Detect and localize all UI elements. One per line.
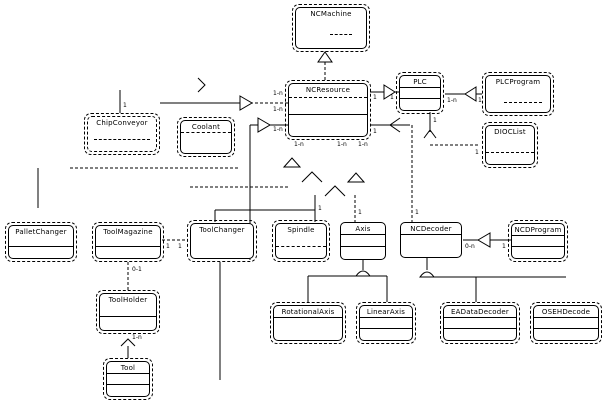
multiplicity-label: 0-1	[132, 266, 142, 273]
multiplicity-label: 0-n	[465, 243, 475, 250]
class-oseh-decode[interactable]: OSEHDecode	[530, 302, 602, 344]
class-plc-program[interactable]: PLCProgram	[482, 72, 554, 116]
multiplicity-label: 1-n	[273, 126, 283, 133]
multiplicity-label: 1	[478, 97, 482, 104]
class-dioc-list[interactable]: DIOCList	[482, 122, 538, 168]
class-tool-holder[interactable]: ToolHolder	[96, 290, 160, 334]
multiplicity-label: 1	[373, 94, 377, 101]
composition-arrow-holder-tool	[120, 338, 136, 347]
class-name: DIOCList	[494, 128, 526, 136]
aggregation-arrow-left-1	[239, 95, 253, 111]
multiplicity-label: 1-n	[273, 106, 283, 113]
class-name: PLCProgram	[495, 78, 541, 86]
class-pallet-changer[interactable]: PalletChanger	[5, 222, 77, 262]
class-tool[interactable]: Tool	[103, 358, 153, 400]
class-coolant[interactable]: Coolant	[177, 117, 235, 157]
class-tool-magazine[interactable]: ToolMagazine	[92, 222, 164, 262]
multiplicity-label: 1-n	[447, 97, 457, 104]
class-name: LinearAxis	[366, 308, 406, 316]
class-name: Spindle	[287, 226, 315, 234]
class-name: ToolMagazine	[103, 228, 153, 236]
multiplicity-label: 1	[166, 243, 170, 250]
class-name: PalletChanger	[15, 228, 67, 236]
multiplicity-label: 1	[433, 117, 437, 124]
class-spindle[interactable]: Spindle	[272, 220, 330, 262]
multiplicity-label: 1	[502, 243, 506, 250]
open-arrow-left	[197, 77, 206, 93]
class-chip-conveyor[interactable]: ChipConveyor	[84, 113, 160, 155]
class-plc[interactable]: PLC	[396, 72, 444, 114]
generalization-arrow-2	[301, 171, 323, 183]
generalization-arrow-3	[346, 172, 366, 183]
class-name: NCDecoder	[410, 225, 452, 233]
multiplicity-label: 1-n	[132, 334, 142, 341]
multiplicity-label: 1	[178, 243, 182, 250]
class-name: ToolHolder	[108, 296, 148, 304]
class-linear-axis[interactable]: LinearAxis	[356, 302, 416, 344]
class-rotational-axis[interactable]: RotationalAxis	[270, 302, 346, 344]
generalization-arrow-1	[282, 157, 302, 168]
class-name: OSEHDecode	[541, 308, 591, 316]
class-tool-changer[interactable]: ToolChanger	[187, 220, 257, 262]
multiplicity-label: 1-n	[337, 141, 347, 148]
class-name: Tool	[120, 364, 136, 372]
multiplicity-label: 1	[475, 149, 479, 156]
multiplicity-label: 1	[373, 128, 377, 135]
multiplicity-label: 1	[390, 94, 394, 101]
multiplicity-label: 1	[358, 209, 362, 216]
class-name: NCMachine	[310, 10, 352, 18]
class-nc-decoder[interactable]: NCDecoder	[400, 222, 462, 258]
class-nc-machine[interactable]: NCMachine	[292, 4, 370, 52]
class-name: ChipConveyor	[96, 119, 148, 127]
class-axis[interactable]: Axis	[340, 222, 386, 260]
class-ncd-program[interactable]: NCDProgram	[508, 220, 568, 262]
generalization-arrow-machine	[317, 51, 333, 63]
class-name: RotationalAxis	[281, 308, 335, 316]
multiplicity-label: 1	[415, 209, 419, 216]
class-name: Axis	[355, 225, 371, 233]
multiplicity-label: 1-n	[358, 141, 368, 148]
multiplicity-label: 1-n	[294, 141, 304, 148]
class-name: EADataDecoder	[451, 308, 509, 316]
class-name: ToolChanger	[199, 226, 245, 234]
aggregation-arrow-left-2	[257, 117, 271, 133]
class-nc-resource[interactable]: NCResource	[285, 80, 371, 140]
multiplicity-label: 1	[123, 102, 127, 109]
class-ea-data-decoder[interactable]: EADataDecoder	[440, 302, 520, 344]
multiplicity-label: 1-n	[273, 90, 283, 97]
class-name: NCDProgram	[514, 226, 562, 234]
class-name: NCResource	[305, 86, 351, 94]
class-name: Coolant	[191, 123, 221, 131]
generalization-arrow-4	[324, 185, 346, 197]
multiplicity-label: 1	[318, 205, 322, 212]
class-name: PLC	[413, 78, 427, 86]
